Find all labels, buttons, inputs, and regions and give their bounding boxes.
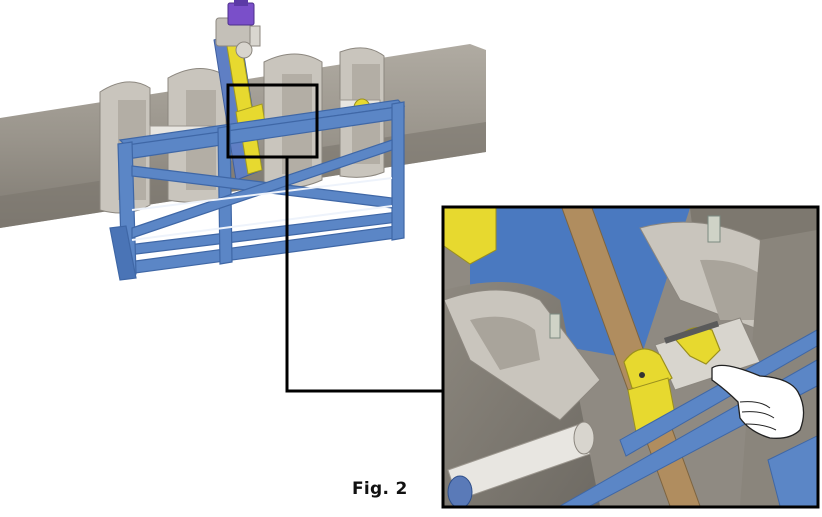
callout-connector	[285, 157, 444, 393]
pointing-hand-icon	[711, 364, 805, 439]
detail-frame	[441, 205, 820, 509]
overview-machine	[0, 0, 486, 281]
detail-view	[444, 208, 817, 506]
figure-caption: Fig. 2	[352, 479, 408, 499]
detail-highlight-box	[226, 83, 319, 159]
blue-frame	[109, 99, 406, 281]
motor	[215, 0, 255, 59]
